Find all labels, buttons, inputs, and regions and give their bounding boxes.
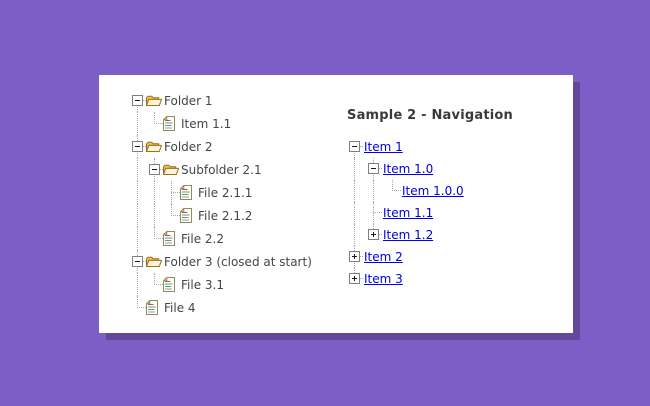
content-panel: Folder 1 Item 1.1 Folder 2 Subfolder 2.1… (99, 75, 573, 333)
right-tree-title: Sample 2 - Navigation (347, 108, 513, 123)
minus-expander-icon[interactable] (349, 141, 360, 152)
tree-row: Subfolder 2.1 (132, 158, 312, 181)
tree-connector (132, 89, 146, 112)
tree-connector (349, 246, 363, 268)
left-tree: Folder 1 Item 1.1 Folder 2 Subfolder 2.1… (132, 89, 312, 319)
tree-item-label[interactable]: File 2.2 (181, 231, 224, 246)
tree-item-link[interactable]: Item 1.0 (383, 162, 434, 176)
tree-item-label[interactable]: Subfolder 2.1 (181, 162, 262, 177)
tree-row: Item 1.0 (349, 158, 464, 180)
tree-item-link[interactable]: Item 1.1 (383, 206, 434, 220)
minus-expander-icon[interactable] (132, 94, 143, 106)
folder-open-icon (146, 256, 162, 268)
tree-connector (132, 135, 146, 158)
tree-connector (349, 202, 368, 224)
tree-item-label[interactable]: Item 1.1 (181, 116, 232, 131)
tree-row: File 2.1.1 (132, 181, 312, 204)
tree-item-link[interactable]: Item 1.2 (383, 228, 434, 242)
tree-connector (132, 112, 149, 135)
minus-expander-icon[interactable] (132, 255, 143, 267)
tree-connector (368, 158, 382, 180)
folder-open-icon (146, 95, 162, 107)
tree-connector (132, 250, 146, 273)
minus-expander-icon[interactable] (368, 163, 379, 174)
tree-connector (166, 181, 180, 204)
tree-connector (349, 158, 368, 180)
tree-item-link[interactable]: Item 1.0.0 (402, 184, 464, 198)
tree-row: Folder 3 (closed at start) (132, 250, 312, 273)
tree-connector (368, 202, 382, 224)
tree-connector (368, 180, 387, 202)
minus-expander-icon[interactable] (132, 140, 143, 152)
document-icon (163, 231, 179, 246)
document-icon (163, 277, 179, 292)
tree-connector (149, 204, 166, 227)
tree-item-link[interactable]: Item 3 (364, 272, 403, 286)
tree-connector (166, 204, 180, 227)
document-icon (163, 116, 179, 131)
tree-row: File 2.1.2 (132, 204, 312, 227)
tree-row: Item 2 (349, 246, 464, 268)
tree-connector (149, 227, 163, 250)
tree-connector (132, 296, 146, 319)
plus-expander-icon[interactable] (349, 273, 360, 284)
tree-row: File 3.1 (132, 273, 312, 296)
minus-expander-icon[interactable] (149, 163, 160, 175)
tree-connector (349, 180, 368, 202)
document-icon (180, 208, 196, 223)
tree-connector (349, 268, 363, 290)
tree-connector (149, 273, 163, 296)
tree-connector (132, 227, 149, 250)
tree-row: Folder 1 (132, 89, 312, 112)
tree-connector (349, 136, 363, 158)
folder-open-icon (146, 141, 162, 153)
tree-connector (149, 181, 166, 204)
plus-expander-icon[interactable] (368, 229, 379, 240)
tree-connector (149, 112, 163, 135)
tree-item-link[interactable]: Item 1 (364, 140, 403, 154)
tree-item-label[interactable]: Folder 2 (164, 139, 213, 154)
tree-item-label[interactable]: File 2.1.1 (198, 185, 253, 200)
tree-row: Item 1.1 (349, 202, 464, 224)
folder-open-icon (163, 164, 179, 176)
tree-item-label[interactable]: Folder 3 (closed at start) (164, 254, 312, 269)
plus-expander-icon[interactable] (349, 251, 360, 262)
tree-item-label[interactable]: File 3.1 (181, 277, 224, 292)
tree-connector (132, 181, 149, 204)
document-icon (180, 185, 196, 200)
tree-row: Item 1.2 (349, 224, 464, 246)
tree-item-link[interactable]: Item 2 (364, 250, 403, 264)
tree-connector (149, 158, 163, 181)
tree-row: Item 3 (349, 268, 464, 290)
tree-connector (132, 204, 149, 227)
tree-row: Item 1 (349, 136, 464, 158)
tree-row: Item 1.0.0 (349, 180, 464, 202)
tree-row: File 2.2 (132, 227, 312, 250)
document-icon (146, 300, 162, 315)
tree-connector (132, 273, 149, 296)
tree-connector (387, 180, 401, 202)
tree-item-label[interactable]: File 2.1.2 (198, 208, 253, 223)
tree-row: Item 1.1 (132, 112, 312, 135)
tree-row: Folder 2 (132, 135, 312, 158)
tree-item-label[interactable]: File 4 (164, 300, 196, 315)
tree-connector (349, 224, 368, 246)
tree-connector (132, 158, 149, 181)
tree-row: File 4 (132, 296, 312, 319)
tree-connector (368, 224, 382, 246)
tree-item-label[interactable]: Folder 1 (164, 93, 213, 108)
